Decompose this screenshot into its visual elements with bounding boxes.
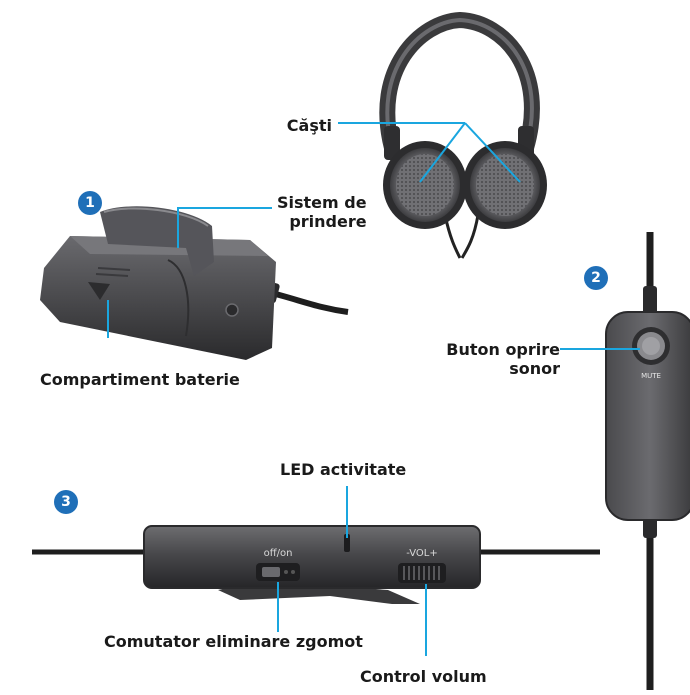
label-mute: Buton oprire sonor (446, 340, 560, 378)
step-badge-2: 2 (584, 266, 608, 290)
leader-clip (177, 207, 272, 248)
off-on-text: off/on (264, 548, 293, 559)
step-badge-1: 1 (78, 191, 102, 215)
control-bar-illustration: off/on -VOL+ (32, 525, 600, 604)
label-mute-line2: sonor (509, 359, 560, 378)
label-battery: Compartiment baterie (40, 370, 240, 389)
mute-button-text: MUTE (641, 372, 661, 380)
label-noise-switch: Comutator eliminare zgomot (104, 632, 363, 651)
label-clip: Sistem de prindere (277, 193, 367, 231)
label-headphones: Căşti (286, 116, 332, 135)
label-mute-line1: Buton oprire (446, 340, 560, 359)
mute-remote-illustration: MUTE (605, 232, 690, 690)
headphones-illustration (379, 11, 547, 259)
vol-text: -VOL+ (406, 548, 438, 559)
step-badge-3: 3 (54, 490, 78, 514)
label-clip-line2: prindere (289, 212, 367, 231)
battery-unit-illustration (40, 206, 349, 360)
label-clip-line1: Sistem de (277, 193, 367, 212)
label-led: LED activitate (280, 460, 407, 479)
leader-headphones (338, 122, 521, 183)
leader-lines (107, 122, 640, 656)
label-volume: Control volum (360, 667, 487, 686)
